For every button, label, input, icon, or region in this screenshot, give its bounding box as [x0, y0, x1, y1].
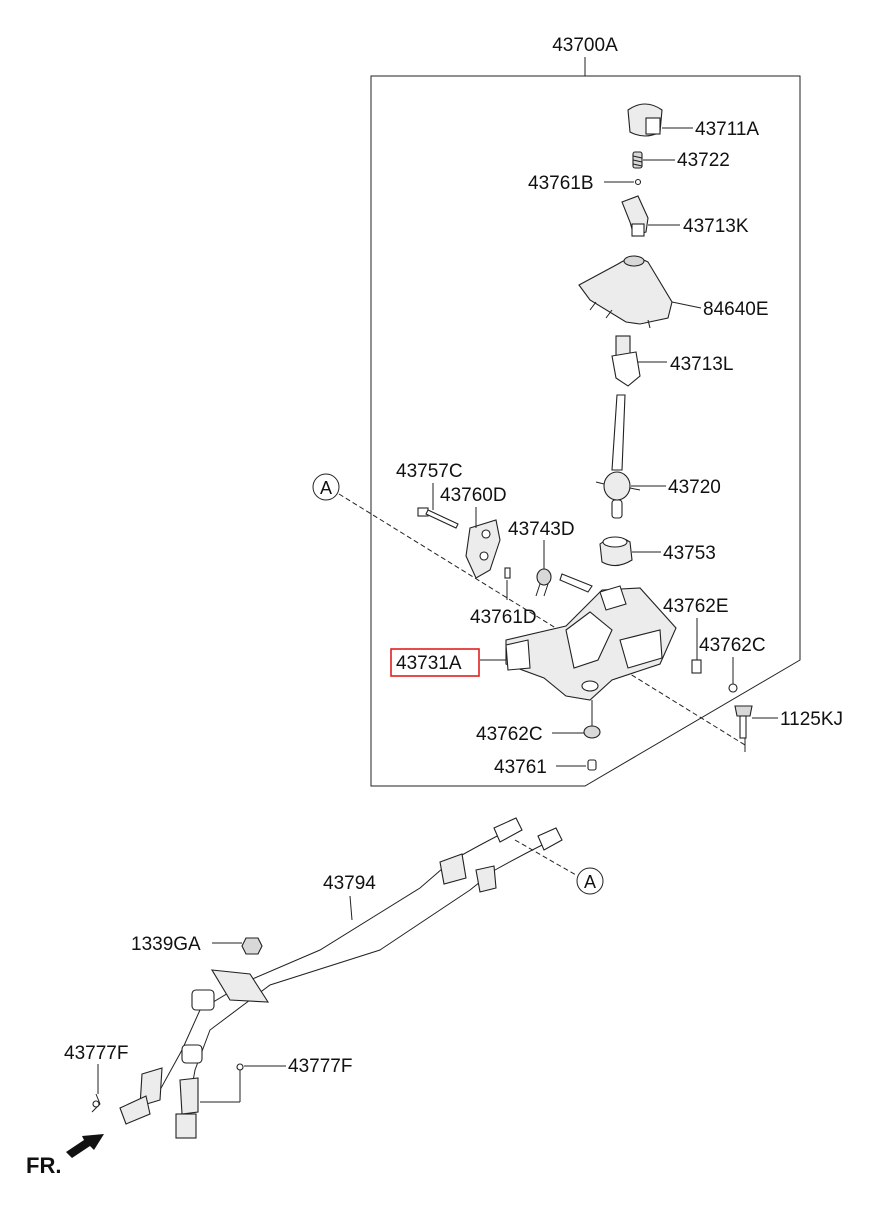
cable-leader — [349, 895, 353, 921]
base-part — [505, 585, 677, 701]
lower-lever-part — [611, 335, 641, 387]
lever-assembly-part — [595, 394, 641, 519]
clip-f-left-part — [91, 1093, 101, 1113]
bolt-c-part — [417, 507, 459, 529]
pin-b-part — [634, 178, 642, 186]
boot-leader — [671, 301, 702, 309]
spring-part — [632, 151, 643, 169]
bushing-label[interactable]: 43753 — [663, 543, 716, 564]
forward-arrow-icon — [66, 1134, 104, 1158]
callout-a-upper-letter[interactable]: A — [320, 478, 332, 498]
lever-clip-part — [559, 573, 593, 593]
upper-lever-label[interactable]: 43713K — [683, 216, 749, 237]
bolt-kj-part — [734, 705, 753, 739]
forward-direction-label[interactable]: FR. — [26, 1153, 61, 1178]
pin-e-part — [691, 659, 702, 674]
knob-label[interactable]: 43711A — [695, 119, 759, 140]
knob-part — [627, 103, 663, 137]
upper-lever-part — [621, 195, 649, 237]
clip-c-bottom-label[interactable]: 43762C — [476, 724, 543, 745]
spring-d-part — [535, 568, 552, 597]
pin-d-part — [504, 567, 511, 579]
cable-part — [119, 817, 563, 1139]
pin-label[interactable]: 43761 — [494, 757, 547, 778]
boot-label[interactable]: 84640E — [703, 299, 769, 320]
nut-label[interactable]: 1339GA — [131, 934, 201, 955]
pin-part — [587, 759, 597, 771]
boot-part — [578, 255, 673, 329]
callout-a-upper-circle — [312, 473, 340, 501]
pin-b-label[interactable]: 43761B — [528, 173, 594, 194]
callout-a-lower-line — [514, 839, 577, 876]
callout-a-lower-letter[interactable]: A — [584, 872, 596, 892]
clip-c-right-part — [728, 683, 738, 693]
spring-d-label[interactable]: 43743D — [508, 519, 575, 540]
pin-e-label[interactable]: 43762E — [663, 596, 729, 617]
lever-assembly-label[interactable]: 43720 — [668, 477, 721, 498]
assembly-label[interactable]: 43700A — [552, 35, 618, 56]
assembly-frame — [370, 75, 801, 787]
spring-label[interactable]: 43722 — [677, 150, 730, 171]
nut-part — [241, 937, 263, 955]
lower-lever-label[interactable]: 43713L — [670, 354, 733, 375]
callout-a-lower-circle — [576, 867, 604, 895]
base-highlight-box — [390, 648, 480, 677]
cable-label[interactable]: 43794 — [323, 873, 376, 894]
bushing-part — [599, 536, 633, 567]
bolt-c-label[interactable]: 43757C — [396, 461, 463, 482]
bolt-kj-label[interactable]: 1125KJ — [780, 709, 843, 730]
clip-c-bottom-part — [583, 725, 601, 739]
clip-f-right-part — [200, 1063, 244, 1103]
base-label[interactable]: 43731A — [396, 653, 462, 674]
pin-d-label[interactable]: 43761D — [470, 607, 537, 628]
clip-f-right-label[interactable]: 43777F — [288, 1056, 352, 1077]
clip-f-left-label[interactable]: 43777F — [64, 1043, 128, 1064]
bracket-d-label[interactable]: 43760D — [440, 485, 507, 506]
clip-c-right-label[interactable]: 43762C — [699, 635, 766, 656]
bracket-d-part — [465, 519, 501, 579]
